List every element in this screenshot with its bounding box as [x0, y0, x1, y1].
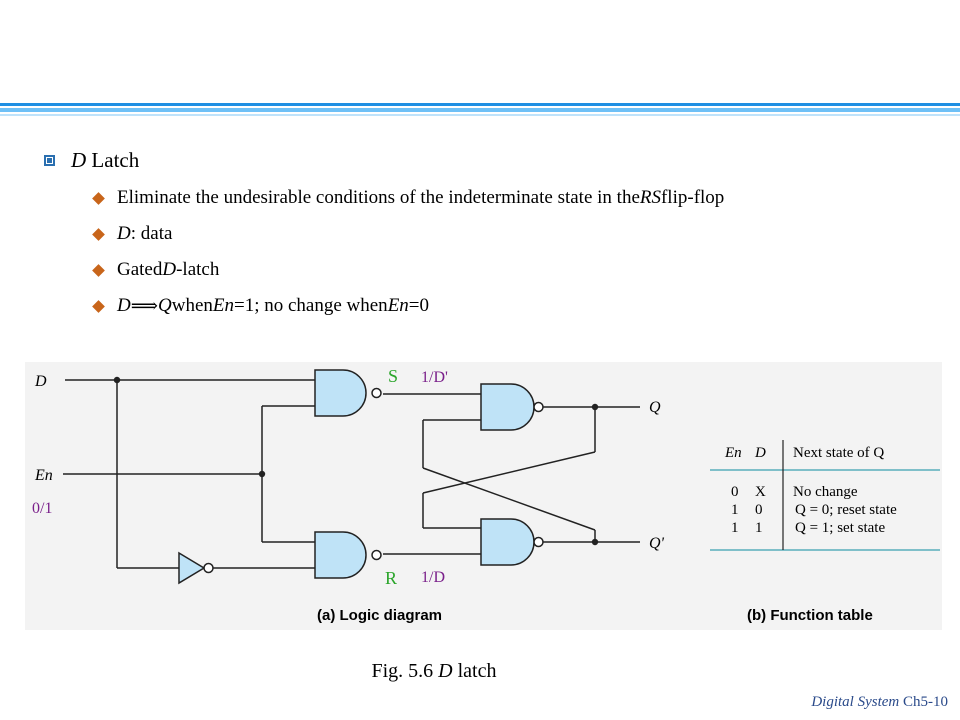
title-text: D Latch: [71, 147, 140, 172]
table-cell-d: 0: [755, 502, 763, 518]
square-bullet-icon: [44, 154, 55, 166]
table-cell-d: 1: [755, 520, 763, 536]
table-cell-en: 1: [731, 520, 739, 536]
bullet-item: Eliminate the undesirable conditions of …: [92, 180, 724, 216]
table-header-en: En: [724, 445, 742, 461]
nand-gate-upper-input: [314, 369, 367, 417]
junction-dots: [113, 376, 599, 546]
table-header-d: D: [754, 445, 766, 461]
label-en-value: 0/1: [32, 500, 52, 517]
nand-gate-upper-sr: [480, 383, 535, 431]
table-cell-en: 1: [731, 502, 739, 518]
label-en: En: [34, 467, 53, 484]
bullet-list: Eliminate the undesirable conditions of …: [92, 180, 724, 324]
label-qbar: Q': [649, 535, 665, 552]
diamond-bullet-icon: [92, 227, 105, 241]
diamond-bullet-icon: [92, 191, 105, 205]
table-cell-next: Q = 0; reset state: [795, 502, 897, 518]
label-s: S: [388, 366, 398, 386]
table-cell-d: X: [755, 484, 766, 500]
caption-logic-diagram: (a) Logic diagram: [317, 607, 442, 624]
label-r-value: 1/D: [421, 569, 445, 586]
label-d: D: [34, 373, 47, 390]
label-s-value: 1/D': [421, 369, 448, 386]
function-table: En D Next state of Q 0 X No change 1 0 Q…: [710, 440, 940, 551]
bullet-item: Gated D-latch: [92, 252, 724, 288]
figure-caption: Fig. 5.6 D latch: [371, 660, 497, 682]
slide-title: D Latch: [44, 145, 139, 175]
diamond-bullet-icon: [92, 299, 105, 313]
nand-gate-lower-sr: [480, 518, 535, 566]
bullet-item: D ⟹Q when En=1; no change when En=0: [92, 288, 724, 324]
slide-footer: Digital System Ch5-10: [811, 694, 948, 710]
table-cell-next: Q = 1; set state: [795, 520, 885, 536]
label-r: R: [385, 568, 397, 588]
table-cell-next: No change: [793, 484, 858, 500]
nand-gate-lower-input: [314, 531, 367, 579]
nand-gates: [178, 369, 544, 585]
label-q: Q: [649, 399, 661, 416]
inverter-gate: [178, 551, 206, 585]
diamond-bullet-icon: [92, 263, 105, 277]
table-header-next: Next state of Q: [793, 445, 884, 461]
caption-function-table: (b) Function table: [747, 607, 873, 624]
bullet-item: D: data: [92, 216, 724, 252]
d-latch-figure: D En Q Q' S R 1/D' 1/D 0/1 En D Next sta…: [25, 362, 942, 630]
logic-diagram-svg: D En Q Q' S R 1/D' 1/D 0/1 En D Next sta…: [32, 366, 940, 624]
header-stripe: [0, 103, 960, 119]
table-cell-en: 0: [731, 484, 739, 500]
